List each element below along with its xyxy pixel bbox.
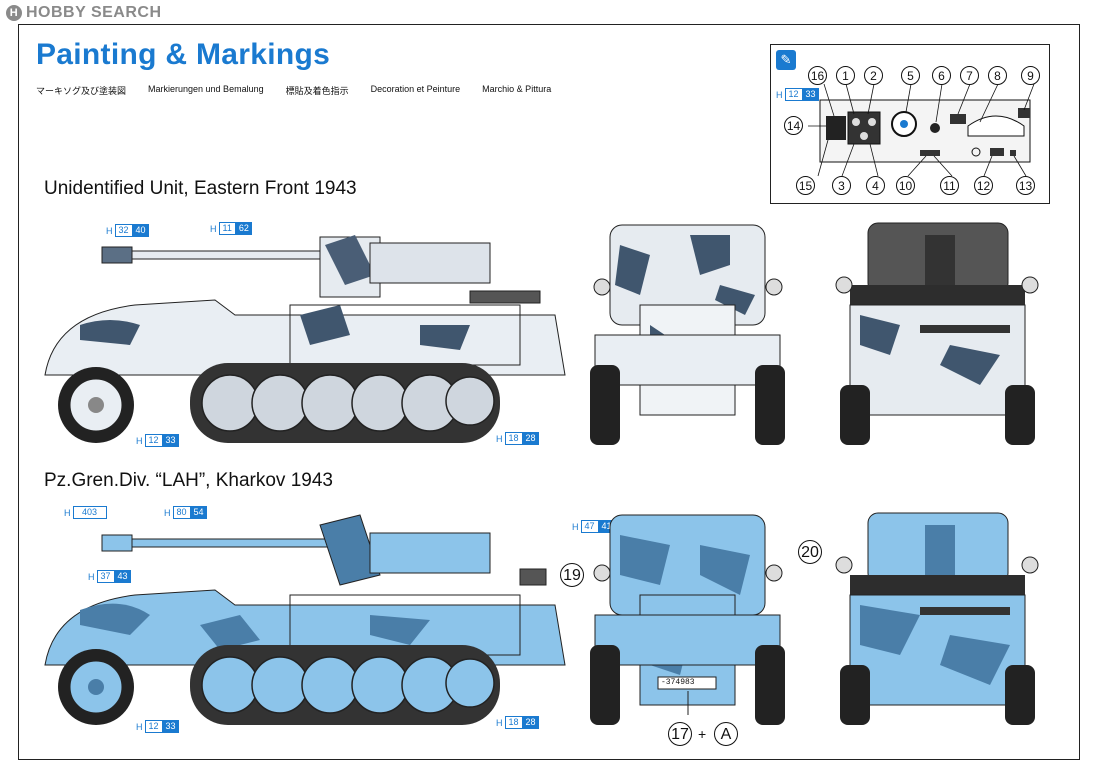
callout-16: 16 bbox=[808, 66, 827, 85]
page-frame bbox=[18, 24, 1080, 760]
callout-5: 5 bbox=[901, 66, 920, 85]
subtitle-zh: 標貼及着色指示 bbox=[285, 86, 349, 96]
callout-A: A bbox=[714, 722, 738, 746]
scheme2-title: Pz.Gren.Div. “LAH”, Kharkov 1943 bbox=[44, 470, 333, 491]
language-subtitles: マーキソグ及び塗装図 Markierungen und Bemalung 標貼及… bbox=[36, 84, 551, 97]
callout-15: 15 bbox=[796, 176, 815, 195]
callout-20: 20 bbox=[798, 540, 822, 564]
paint-brush-icon: ✎ bbox=[776, 50, 796, 70]
callout-3: 3 bbox=[832, 176, 851, 195]
logo-text: HOBBY SEARCH bbox=[26, 4, 162, 21]
dashboard-drawing bbox=[808, 83, 1035, 177]
scheme1-title: Unidentified Unit, Eastern Front 1943 bbox=[44, 178, 357, 199]
scheme2-front-view bbox=[590, 514, 785, 725]
callout-8: 8 bbox=[988, 66, 1007, 85]
callout-10: 10 bbox=[896, 176, 915, 195]
scheme1-side-view bbox=[44, 235, 566, 443]
hobby-search-logo: H HOBBY SEARCH bbox=[6, 4, 162, 22]
licence-plate: -374983 bbox=[661, 678, 695, 687]
callout-12: 12 bbox=[974, 176, 993, 195]
callout-9: 9 bbox=[1021, 66, 1040, 85]
callout-2: 2 bbox=[864, 66, 883, 85]
callout-4: 4 bbox=[866, 176, 885, 195]
callout-7: 7 bbox=[960, 66, 979, 85]
scheme2-rear-view bbox=[835, 512, 1039, 725]
callout-1: 1 bbox=[836, 66, 855, 85]
logo-mark: H bbox=[6, 5, 22, 21]
callout-plus: + bbox=[698, 726, 707, 742]
subtitle-de: Markierungen und Bemalung bbox=[148, 84, 264, 94]
scheme1-front-view bbox=[590, 224, 785, 445]
callout-6: 6 bbox=[932, 66, 951, 85]
subtitle-fr: Decoration et Peinture bbox=[370, 84, 461, 94]
subtitle-it: Marchio & Pittura bbox=[482, 84, 552, 94]
page-title: Painting & Markings bbox=[36, 38, 331, 71]
scheme2-side-view bbox=[44, 514, 566, 725]
callout-17: 17 bbox=[668, 722, 692, 746]
callout-13: 13 bbox=[1016, 176, 1035, 195]
callout-19: 19 bbox=[560, 563, 584, 587]
subtitle-ja: マーキソグ及び塗装図 bbox=[36, 86, 127, 96]
callout-14: 14 bbox=[784, 116, 803, 135]
callout-11: 11 bbox=[940, 176, 959, 195]
scheme1-rear-view bbox=[835, 222, 1039, 445]
